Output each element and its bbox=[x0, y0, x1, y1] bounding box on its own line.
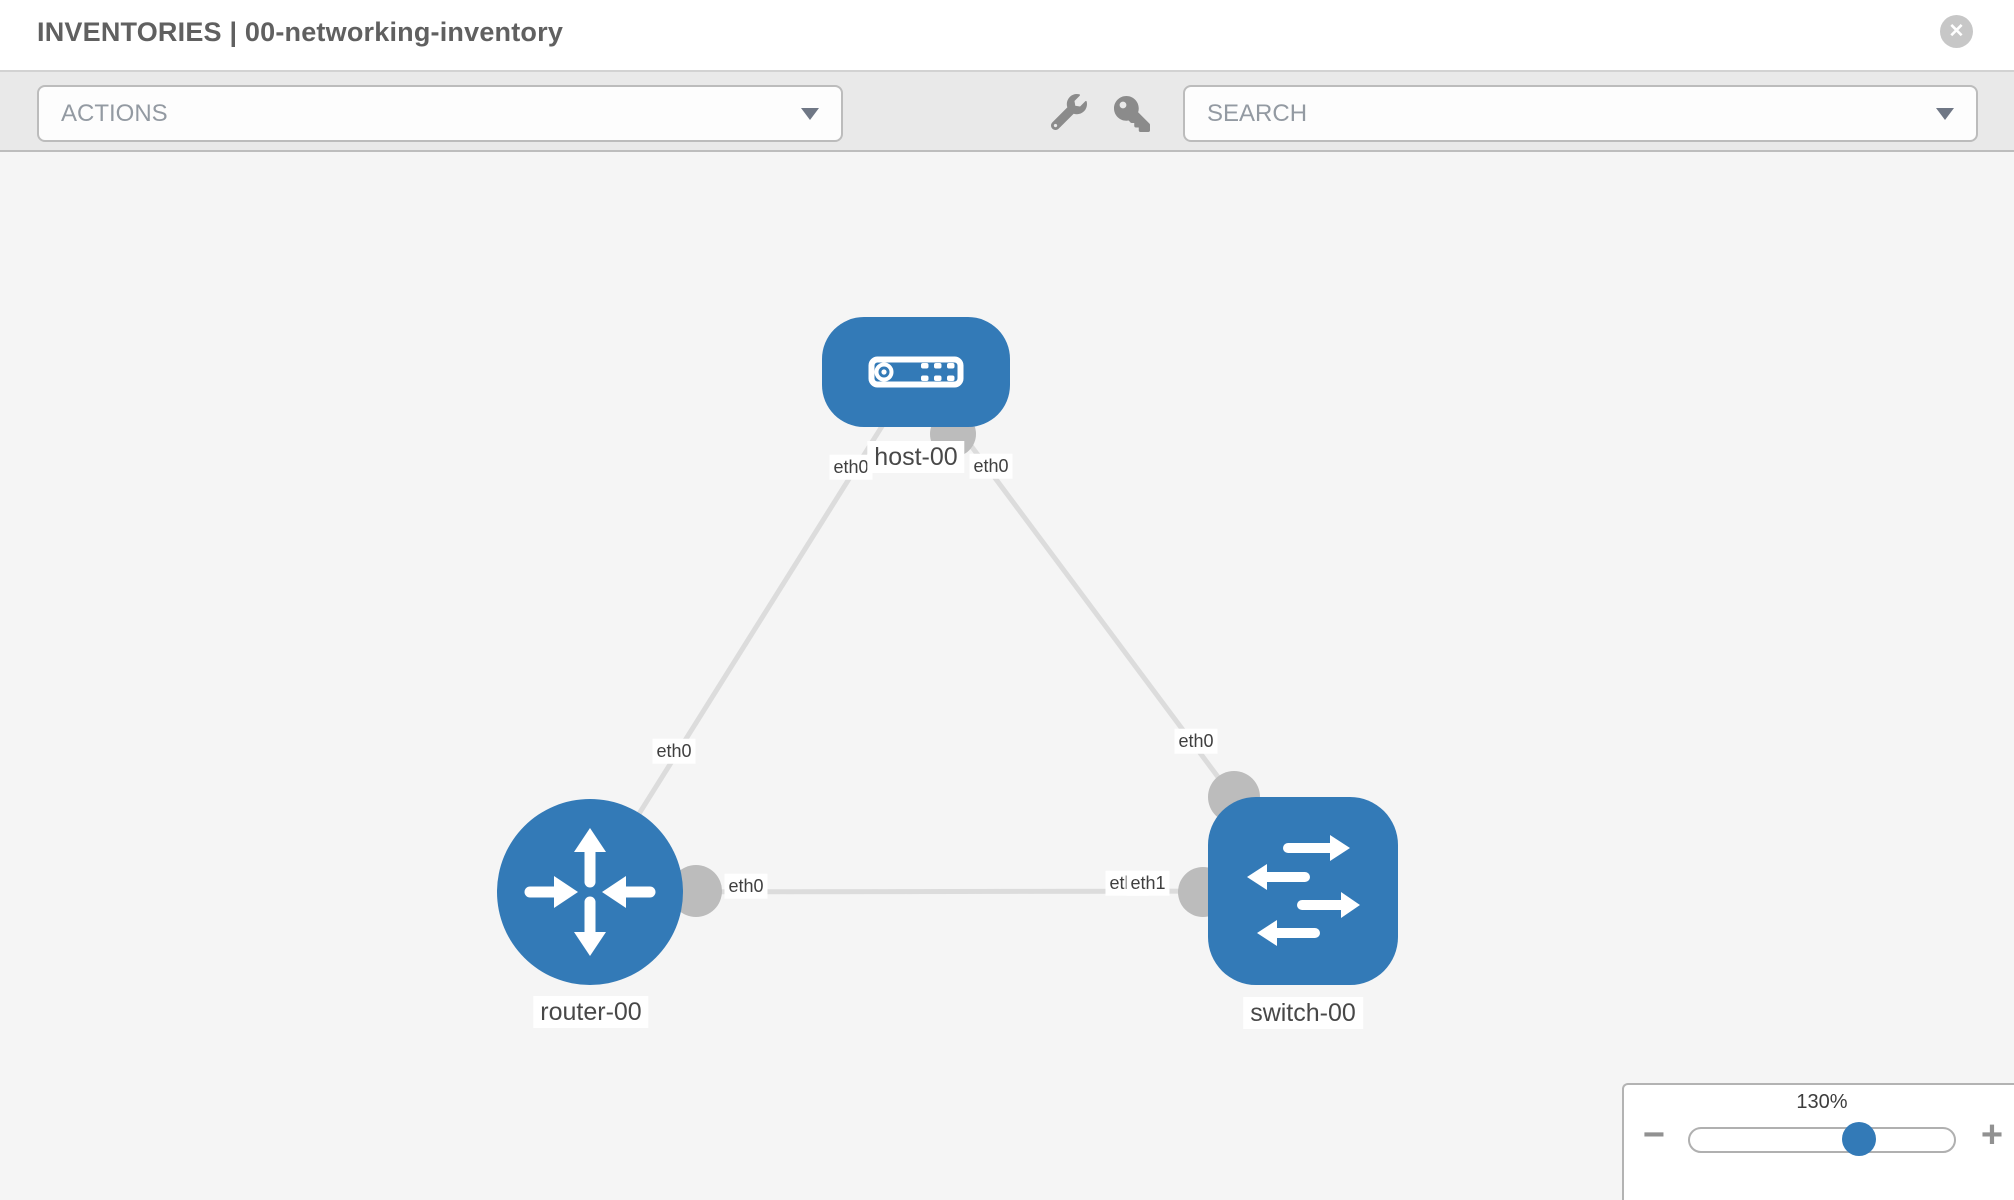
interface-port bbox=[670, 865, 722, 917]
search-dropdown[interactable]: SEARCH bbox=[1183, 85, 1978, 142]
chevron-down-icon bbox=[801, 107, 819, 120]
key-icon bbox=[1114, 95, 1150, 132]
tools-button[interactable] bbox=[1049, 93, 1089, 133]
zoom-panel: 130% − + bbox=[1622, 1083, 2014, 1200]
interface-label: eth0 bbox=[1174, 728, 1218, 754]
actions-dropdown-label: ACTIONS bbox=[61, 99, 168, 127]
zoom-percent-label: 130% bbox=[1796, 1091, 1848, 1113]
close-icon: ✕ bbox=[1948, 21, 1965, 42]
topology-svg bbox=[497, 317, 1398, 985]
zoom-in-button[interactable]: + bbox=[1980, 1114, 2004, 1156]
node-host-00[interactable] bbox=[822, 317, 1010, 427]
wrench-icon bbox=[1050, 93, 1087, 130]
interface-label: eth0 bbox=[969, 453, 1013, 479]
toolbar: ACTIONS SEARCH bbox=[0, 72, 2014, 152]
key-button[interactable] bbox=[1112, 95, 1152, 135]
interface-label: eth0 bbox=[724, 873, 768, 899]
node-switch-00[interactable] bbox=[1208, 797, 1398, 985]
zoom-out-button[interactable]: − bbox=[1642, 1114, 1666, 1156]
interface-label: eth0 bbox=[829, 454, 873, 480]
zoom-slider-handle[interactable] bbox=[1842, 1122, 1876, 1156]
router-icon bbox=[524, 828, 656, 956]
topology-canvas[interactable]: eth0eth0eth0eth0eth0eth1eth0host-00route… bbox=[0, 152, 2014, 1200]
search-dropdown-label: SEARCH bbox=[1207, 99, 1308, 127]
node-router-00[interactable] bbox=[497, 799, 683, 985]
interface-label: eth1 bbox=[1126, 870, 1170, 896]
switch-icon bbox=[1247, 835, 1360, 946]
page-title: INVENTORIES | 00-networking-inventory bbox=[37, 17, 564, 47]
header: INVENTORIES | 00-networking-inventory ✕ bbox=[0, 0, 2014, 72]
node-label-host-00: host-00 bbox=[867, 441, 965, 473]
host-icon bbox=[868, 356, 964, 388]
chevron-down-icon bbox=[1936, 107, 1954, 120]
close-button[interactable]: ✕ bbox=[1940, 15, 1973, 48]
node-label-router-00: router-00 bbox=[533, 996, 649, 1028]
interface-label: eth0 bbox=[652, 738, 696, 764]
zoom-slider-track[interactable] bbox=[1688, 1122, 1956, 1156]
actions-dropdown[interactable]: ACTIONS bbox=[37, 85, 843, 142]
node-label-switch-00: switch-00 bbox=[1243, 997, 1363, 1029]
